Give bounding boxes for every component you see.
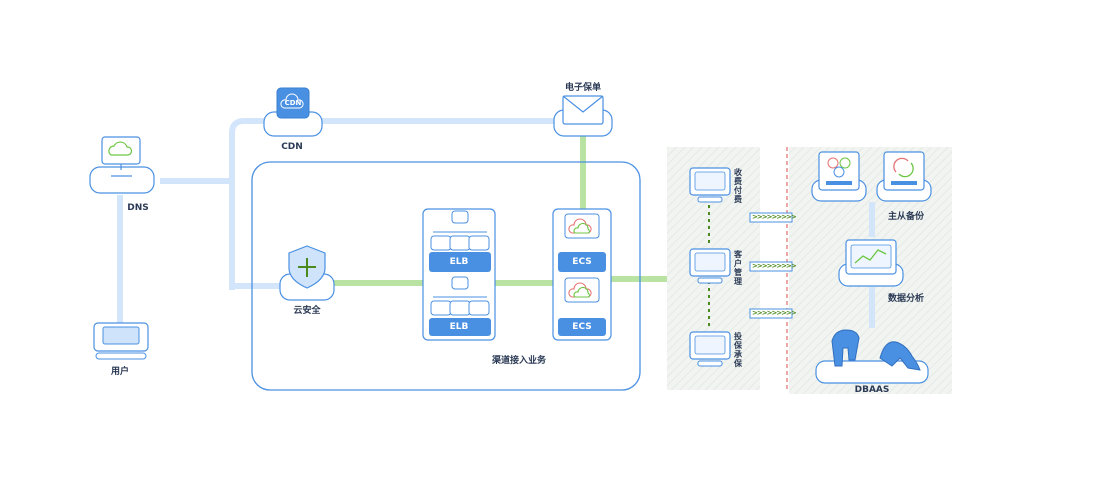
- arrow-box-top: [749, 212, 793, 223]
- customer-mgmt-label: 客户管理: [734, 250, 742, 286]
- data-analysis-node: [838, 239, 904, 287]
- underwriting-node: [689, 331, 731, 367]
- dns-node: [89, 136, 155, 194]
- dns-label: DNS: [127, 203, 149, 213]
- arrow-middle: >>>>>>>>>: [752, 262, 797, 270]
- blue-connections: [117, 118, 560, 325]
- dbaas-node: [815, 329, 929, 384]
- arrow-box-middle: [749, 261, 793, 272]
- cloud-security-node: [279, 245, 335, 301]
- cdn-label: CDN: [281, 142, 303, 152]
- postgres-icon: [831, 329, 860, 367]
- customer-mgmt-node: [689, 248, 731, 284]
- user-node: [93, 322, 149, 360]
- data-analysis-label: 数据分析: [888, 294, 925, 304]
- cdn-cloud-icon: [280, 93, 304, 109]
- arrow-top: >>>>>>>>>: [752, 213, 797, 221]
- elb-bottom-label: ELB: [449, 322, 469, 332]
- payment-node: [689, 167, 731, 203]
- elb-rack: [422, 208, 496, 341]
- channel-access-label: 渠道接入业务: [491, 356, 547, 366]
- master-slave-label: 主从备份: [888, 212, 925, 222]
- green-connections: [330, 136, 668, 286]
- channel-access-container: [251, 161, 641, 391]
- ecs-rack: [552, 208, 612, 341]
- e-policy-label: 电子保单: [564, 83, 602, 93]
- e-policy-node: [553, 95, 613, 137]
- cdn-node: [263, 87, 323, 137]
- arrow-bottom: >>>>>>>>>: [752, 309, 797, 317]
- payment-label: 收费付费: [734, 168, 742, 204]
- envelope-icon: [562, 95, 604, 125]
- dbaas-label: DBAAS: [854, 385, 890, 395]
- trend-icon: [854, 249, 887, 264]
- monitor-icon: [102, 326, 140, 345]
- cloud-icon: [108, 141, 133, 156]
- arrow-box-bottom: [749, 308, 793, 319]
- backup-node-left: [811, 151, 867, 202]
- ecs-bottom-label: ECS: [572, 322, 592, 332]
- backup-node-right: [876, 151, 932, 202]
- cdn-icon-label: CDN: [284, 99, 302, 107]
- mysql-icon: [879, 341, 921, 371]
- elb-top-label: ELB: [449, 257, 469, 267]
- user-label: 用户: [110, 367, 130, 377]
- cloud-security-label: 云安全: [293, 306, 321, 316]
- underwriting-label: 投保承保: [734, 332, 742, 368]
- ecs-top-label: ECS: [572, 257, 592, 267]
